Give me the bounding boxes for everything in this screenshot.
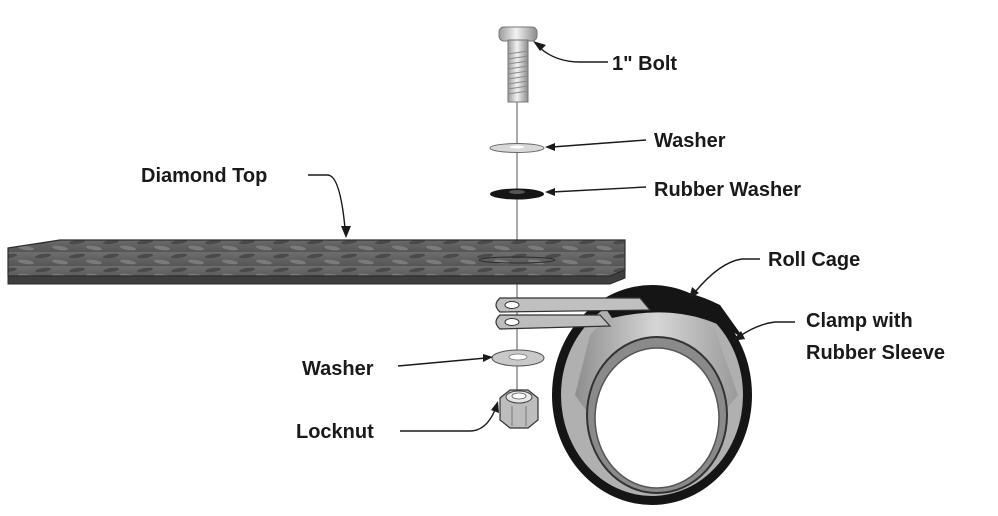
label-diamond-top: Diamond Top [141,165,267,187]
leader-roll-cage [694,258,760,293]
leader-locknut [400,409,496,432]
label-locknut: Locknut [296,421,374,443]
label-washer-top: Washer [654,130,726,152]
top-washer [489,143,545,153]
leader-diamond-top [308,174,346,229]
bottom-washer [491,349,545,367]
label-roll-cage: Roll Cage [768,249,860,271]
roll-cage-tube [552,285,752,505]
leader-clamp [739,321,795,337]
leader-washer-bottom [397,357,487,367]
leader-washer-top [551,139,647,148]
clamp-tabs [495,297,652,330]
label-clamp-line2: Rubber Sleeve [806,342,945,364]
rubber-washer [490,188,544,200]
label-rubber-washer: Rubber Washer [654,179,801,201]
label-clamp-line1: Clamp with [806,310,913,332]
leader-lines [308,41,795,432]
leader-bolt [539,47,608,63]
bolt [498,26,538,103]
leader-rubber-washer [551,186,647,193]
diamond-plate [7,239,626,285]
locknut [499,389,539,429]
label-washer-bottom: Washer [302,358,374,380]
label-bolt: 1" Bolt [612,53,677,75]
